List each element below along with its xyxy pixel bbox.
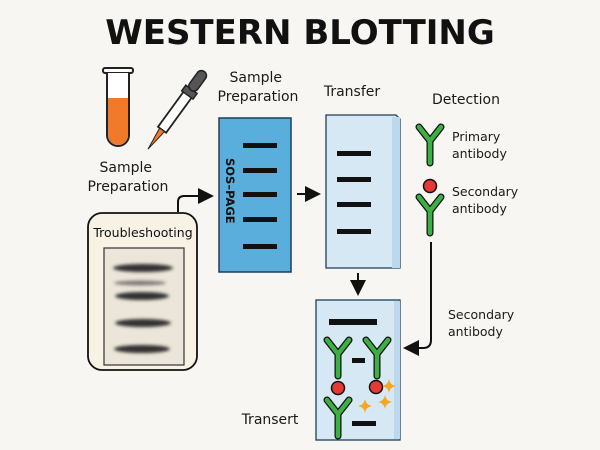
troubleshooting-label: Troubleshooting bbox=[92, 225, 192, 240]
arrow-detection-to-transert bbox=[403, 242, 432, 356]
transfer-label: Transfer bbox=[323, 84, 381, 100]
secondary-antibody-icon bbox=[419, 197, 441, 233]
primary-antibody-icon bbox=[419, 127, 441, 163]
primary-antibody-label: Primary antibody bbox=[452, 129, 507, 161]
secondary-antibody-label: Secondary antibody bbox=[452, 184, 522, 216]
sample-preparation-label-top: Sample Preparation bbox=[218, 70, 299, 105]
transert-membrane bbox=[315, 299, 401, 441]
troubleshooting-panel: Troubleshooting bbox=[87, 212, 198, 371]
transert-label: Transert bbox=[241, 412, 299, 428]
gel-label: SOS–PAGE bbox=[223, 158, 237, 224]
dropper-icon bbox=[147, 69, 208, 150]
page-title: WESTERN BLOTTING bbox=[105, 13, 495, 53]
arrow-troubleshooting-to-gel bbox=[177, 188, 214, 212]
test-tube-icon bbox=[102, 67, 134, 147]
secondary-dot-icon bbox=[422, 178, 438, 194]
sds-page-gel: SOS–PAGE bbox=[218, 117, 292, 273]
sample-preparation-label-left: Sample Preparation bbox=[88, 160, 169, 195]
transfer-membrane bbox=[325, 114, 401, 269]
secondary-antibody-arrow-label: Secondary antibody bbox=[448, 307, 518, 339]
detection-label: Detection bbox=[432, 92, 500, 108]
